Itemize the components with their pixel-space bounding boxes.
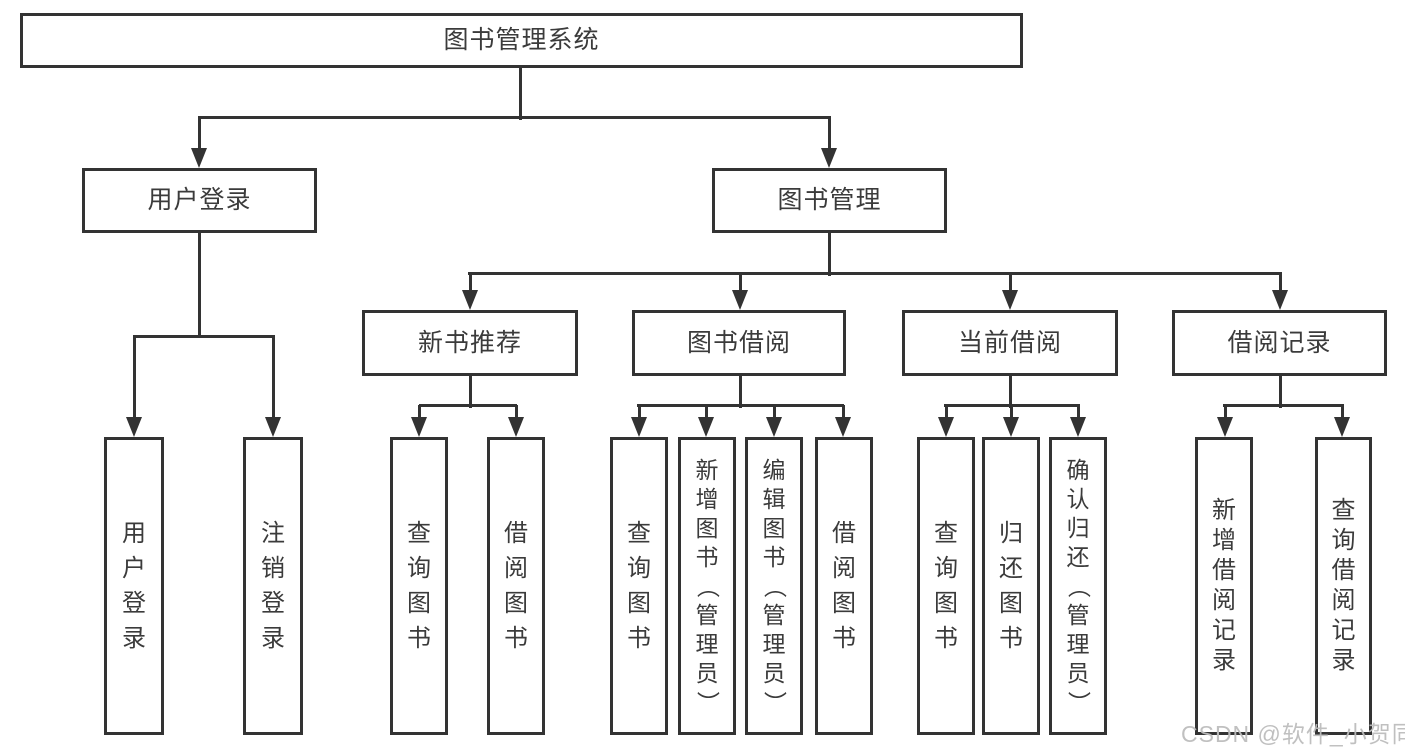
arrow-down-icon (732, 290, 748, 310)
connector-line (515, 405, 518, 421)
node-label: 编辑图书（管理员） (761, 456, 788, 714)
node-label: 注销登录 (261, 519, 285, 652)
node-label: 图书管理系统 (443, 26, 600, 54)
leaf-confirm-return-admin: 确认归还（管理员） (1049, 437, 1107, 735)
arrow-down-icon (835, 417, 851, 437)
leaf-return-books: 归还图书 (982, 437, 1040, 735)
connector-line (1077, 405, 1080, 421)
node-label: 查询借阅记录 (1331, 497, 1356, 674)
connector-line (842, 405, 845, 421)
connector-line (468, 272, 1282, 275)
connector-line (705, 405, 708, 421)
node-book-borrow: 图书借阅 (632, 310, 846, 376)
leaf-query-books-3: 查询图书 (917, 437, 975, 735)
arrow-down-icon (1002, 290, 1018, 310)
node-label: 当前借阅 (957, 328, 1062, 357)
node-user-login-branch: 用户登录 (82, 168, 317, 233)
leaf-add-books-admin: 新增图书（管理员） (678, 437, 736, 735)
connector-line (272, 336, 275, 421)
connector-line (739, 374, 742, 408)
leaf-add-borrow-record: 新增借阅记录 (1195, 437, 1253, 735)
connector-line (1341, 405, 1344, 421)
arrow-down-icon (1003, 417, 1019, 437)
arrow-down-icon (631, 417, 647, 437)
connector-line (828, 231, 831, 276)
connector-line (773, 405, 776, 421)
node-current-borrow: 当前借阅 (902, 310, 1118, 376)
connector-line (1279, 273, 1282, 294)
node-label: 查询图书 (934, 519, 958, 652)
connector-line (945, 405, 948, 421)
arrow-down-icon (411, 417, 427, 437)
arrow-down-icon (126, 417, 142, 437)
arrow-down-icon (766, 417, 782, 437)
arrow-down-icon (265, 417, 281, 437)
arrow-down-icon (1070, 417, 1086, 437)
arrow-down-icon (1334, 417, 1350, 437)
node-label: 借阅记录 (1227, 328, 1332, 357)
leaf-edit-books-admin: 编辑图书（管理员） (745, 437, 803, 735)
arrow-down-icon (1272, 290, 1288, 310)
node-label: 新书推荐 (417, 328, 522, 357)
node-label: 图书借阅 (686, 328, 791, 357)
arrow-down-icon (938, 417, 954, 437)
node-label: 归还图书 (999, 519, 1023, 652)
arrow-down-icon (821, 148, 837, 168)
connector-line (198, 117, 201, 152)
leaf-logout: 注销登录 (243, 437, 303, 735)
node-label: 新增图书（管理员） (694, 456, 721, 714)
connector-line (519, 66, 522, 120)
node-label: 用户登录 (147, 186, 252, 214)
arrow-down-icon (1217, 417, 1233, 437)
node-label: 图书管理 (777, 186, 882, 214)
connector-line (198, 116, 831, 119)
connector-line (1279, 374, 1282, 408)
connector-line (198, 231, 201, 338)
connector-line (828, 117, 831, 152)
leaf-query-borrow-record: 查询借阅记录 (1315, 437, 1372, 735)
arrow-down-icon (698, 417, 714, 437)
node-label: 新增借阅记录 (1212, 497, 1236, 674)
node-label: 借阅图书 (504, 519, 528, 652)
node-book-management-branch: 图书管理 (712, 168, 947, 233)
arrow-down-icon (508, 417, 524, 437)
node-label: 确认归还（管理员） (1065, 456, 1092, 714)
leaf-user-login: 用户登录 (104, 437, 164, 735)
connector-line (637, 404, 844, 407)
connector-line (739, 273, 742, 294)
leaf-borrow-books-1: 借阅图书 (487, 437, 545, 735)
connector-line (469, 273, 472, 294)
node-new-book-recommend: 新书推荐 (362, 310, 578, 376)
leaf-borrow-books-2: 借阅图书 (815, 437, 873, 735)
connector-line (133, 335, 275, 338)
csdn-watermark: CSDN @软件_小贺同学 (1181, 721, 1405, 747)
node-label: 查询图书 (407, 519, 431, 652)
node-library-management-system: 图书管理系统 (20, 13, 1023, 68)
arrow-down-icon (462, 290, 478, 310)
connector-line (1009, 374, 1012, 408)
arrow-down-icon (191, 148, 207, 168)
node-label: 用户登录 (122, 519, 146, 652)
connector-line (1010, 405, 1013, 421)
node-borrow-records: 借阅记录 (1172, 310, 1387, 376)
connector-line (638, 405, 641, 421)
connector-line (1009, 273, 1012, 294)
connector-line (133, 336, 136, 421)
connector-line (1223, 404, 1344, 407)
leaf-query-books-1: 查询图书 (390, 437, 448, 735)
connector-line (944, 404, 1080, 407)
node-label: 借阅图书 (832, 519, 856, 652)
node-label: 查询图书 (627, 519, 651, 652)
connector-line (418, 405, 421, 421)
connector-line (1224, 405, 1227, 421)
leaf-query-books-2: 查询图书 (610, 437, 668, 735)
connector-line (469, 374, 472, 408)
connector-line (419, 404, 517, 407)
